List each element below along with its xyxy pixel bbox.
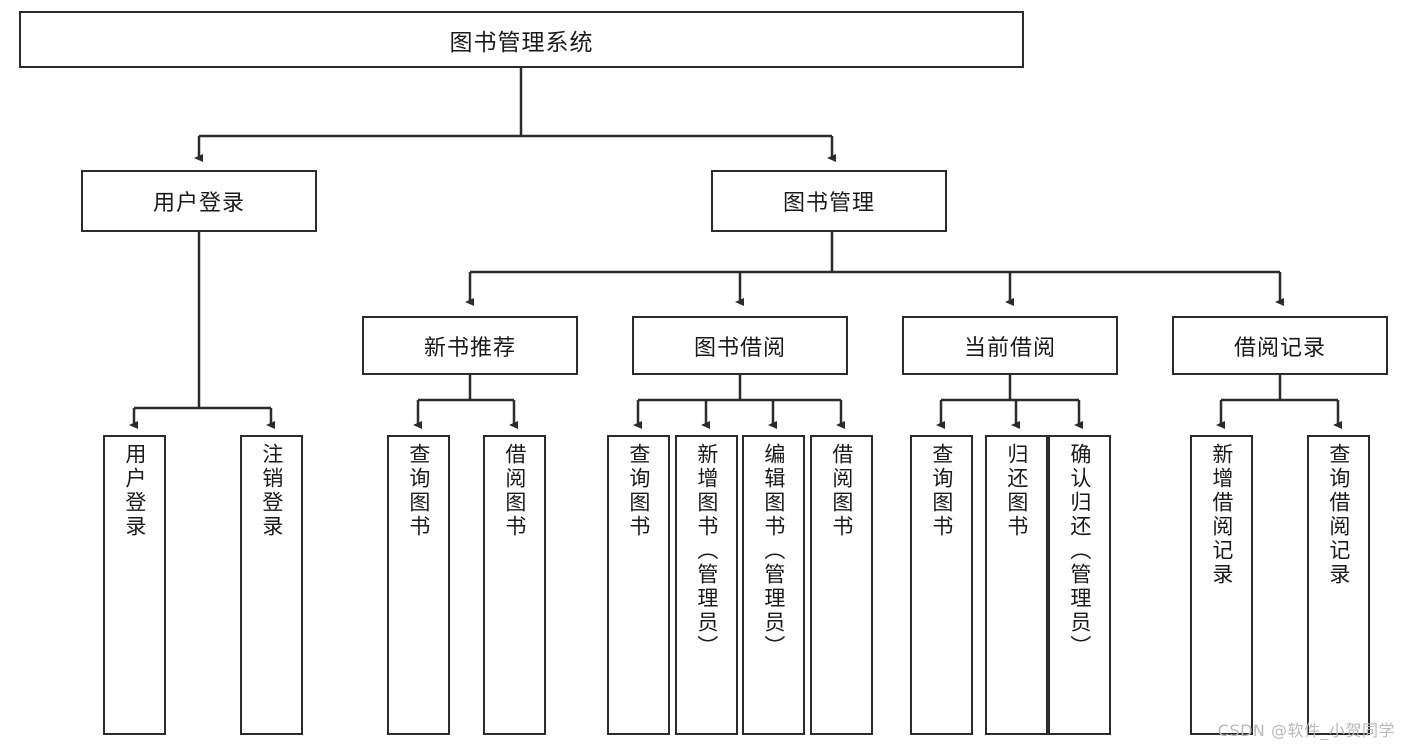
node-book-management-label: 图书管理 — [782, 191, 875, 216]
node-leaf-user-login[interactable]: 用户登录 — [103, 435, 166, 735]
node-leaf-query-book-3-label: 查询图书 — [929, 443, 954, 539]
node-leaf-add-record[interactable]: 新增借阅记录 — [1190, 435, 1253, 735]
node-leaf-logout[interactable]: 注销登录 — [240, 435, 303, 735]
node-current-borrow-label: 当前借阅 — [963, 335, 1056, 361]
node-leaf-borrow-book-2-label: 借阅图书 — [829, 443, 854, 539]
node-leaf-add-record-label: 新增借阅记录 — [1209, 443, 1234, 587]
node-new-book-recommend[interactable]: 新书推荐 — [362, 316, 578, 375]
node-leaf-query-book-2-label: 查询图书 — [626, 443, 651, 539]
node-leaf-add-book[interactable]: 新增图书（管理员） — [675, 435, 738, 735]
node-leaf-edit-book[interactable]: 编辑图书（管理员） — [742, 435, 805, 735]
node-leaf-confirm-return-label: 确认归还（管理员） — [1067, 443, 1092, 659]
node-leaf-logout-label: 注销登录 — [259, 443, 284, 539]
node-root[interactable]: 图书管理系统 — [19, 11, 1024, 68]
node-book-borrow[interactable]: 图书借阅 — [632, 316, 848, 375]
node-leaf-add-book-label: 新增图书（管理员） — [694, 443, 719, 659]
node-borrow-records[interactable]: 借阅记录 — [1172, 316, 1388, 375]
node-leaf-query-record[interactable]: 查询借阅记录 — [1307, 435, 1370, 735]
node-book-management[interactable]: 图书管理 — [711, 170, 947, 232]
node-leaf-return-book-label: 归还图书 — [1004, 443, 1029, 539]
node-leaf-query-book-3[interactable]: 查询图书 — [910, 435, 973, 735]
node-new-book-recommend-label: 新书推荐 — [423, 335, 516, 361]
node-book-borrow-label: 图书借阅 — [693, 335, 786, 361]
node-leaf-confirm-return[interactable]: 确认归还（管理员） — [1048, 435, 1111, 735]
node-leaf-edit-book-label: 编辑图书（管理员） — [761, 443, 786, 659]
node-leaf-return-book[interactable]: 归还图书 — [985, 435, 1048, 735]
node-user-login[interactable]: 用户登录 — [81, 170, 317, 232]
node-leaf-borrow-book-1-label: 借阅图书 — [502, 443, 527, 539]
node-leaf-user-login-label: 用户登录 — [122, 443, 147, 539]
node-leaf-query-book-2[interactable]: 查询图书 — [607, 435, 670, 735]
node-current-borrow[interactable]: 当前借阅 — [902, 316, 1118, 375]
watermark-text: CSDN @软件_小贺同学 — [1217, 721, 1395, 740]
node-leaf-borrow-book-1[interactable]: 借阅图书 — [483, 435, 546, 735]
node-borrow-records-label: 借阅记录 — [1233, 335, 1326, 361]
node-leaf-query-record-label: 查询借阅记录 — [1326, 443, 1351, 587]
node-user-login-label: 用户登录 — [152, 191, 245, 216]
node-leaf-borrow-book-2[interactable]: 借阅图书 — [810, 435, 873, 735]
node-leaf-query-book-1-label: 查询图书 — [406, 443, 431, 539]
node-leaf-query-book-1[interactable]: 查询图书 — [387, 435, 450, 735]
node-root-label: 图书管理系统 — [449, 29, 594, 56]
